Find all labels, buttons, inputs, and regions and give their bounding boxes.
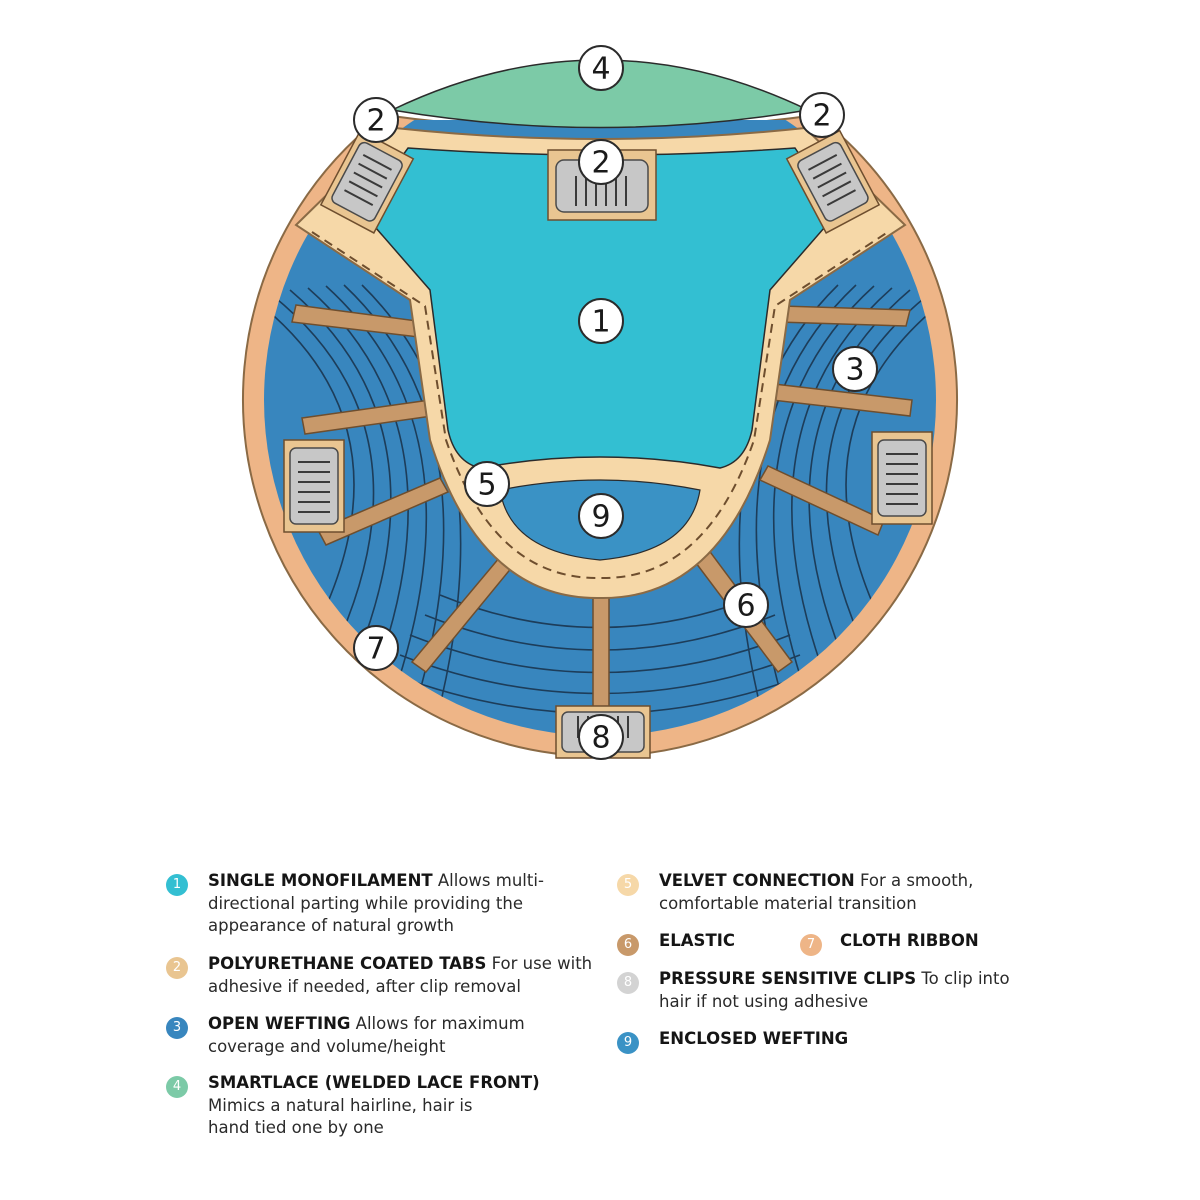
- clip-right: [871, 431, 933, 525]
- svg-text:2: 2: [812, 99, 831, 134]
- legend-title: SINGLE MONOFILAMENT: [208, 871, 433, 890]
- callout-2-top-center: 2: [578, 139, 624, 185]
- callout-2-top-left: 2: [353, 97, 399, 143]
- legend-title: CLOTH RIBBON: [840, 931, 979, 950]
- clip-left: [283, 439, 345, 533]
- legend-title: ELASTIC: [659, 931, 735, 950]
- callout-9: 9: [578, 493, 624, 539]
- legend-title: POLYURETHANE COATED TABS: [208, 954, 487, 973]
- callouts: 1 2 2 2 3 4 5 6 7 8 9: [353, 45, 878, 760]
- callout-1: 1: [578, 298, 624, 344]
- legend-title: VELVET CONNECTION: [659, 871, 855, 890]
- svg-text:4: 4: [591, 52, 610, 87]
- svg-text:1: 1: [591, 305, 610, 340]
- legend-title: OPEN WEFTING: [208, 1014, 351, 1033]
- callout-6: 6: [723, 582, 769, 628]
- legend-dot-8: 8: [617, 972, 639, 994]
- svg-text:5: 5: [477, 468, 496, 503]
- legend-dot-2: 2: [166, 957, 188, 979]
- legend-dot-3: 3: [166, 1017, 188, 1039]
- callout-4: 4: [578, 45, 624, 91]
- svg-text:6: 6: [736, 589, 755, 624]
- svg-text:7: 7: [366, 632, 385, 667]
- legend-title: PRESSURE SENSITIVE CLIPS: [659, 969, 917, 988]
- svg-text:2: 2: [591, 146, 610, 181]
- legend-title: ENCLOSED WEFTING: [659, 1029, 849, 1048]
- clip-top-right: [785, 129, 881, 234]
- legend-dot-6: 6: [617, 934, 639, 956]
- callout-5: 5: [464, 461, 510, 507]
- callout-2-top-right: 2: [799, 92, 845, 138]
- legend-dot-9: 9: [617, 1032, 639, 1054]
- legend-dot-5: 5: [617, 874, 639, 896]
- legend-dot-7: 7: [800, 934, 822, 956]
- svg-text:8: 8: [591, 721, 610, 756]
- svg-text:9: 9: [591, 500, 610, 535]
- legend-dot-1: 1: [166, 874, 188, 896]
- callout-3: 3: [832, 346, 878, 392]
- svg-text:3: 3: [845, 353, 864, 388]
- callout-7: 7: [353, 625, 399, 671]
- clip-top-left: [319, 129, 415, 234]
- hair-topper-diagram: 1 2 2 2 3 4 5 6 7 8 9: [242, 45, 958, 760]
- svg-text:2: 2: [366, 104, 385, 139]
- legend-title: SMARTLACE (WELDED LACE FRONT): [208, 1073, 540, 1092]
- legend-dot-4: 4: [166, 1076, 188, 1098]
- callout-8: 8: [578, 714, 624, 760]
